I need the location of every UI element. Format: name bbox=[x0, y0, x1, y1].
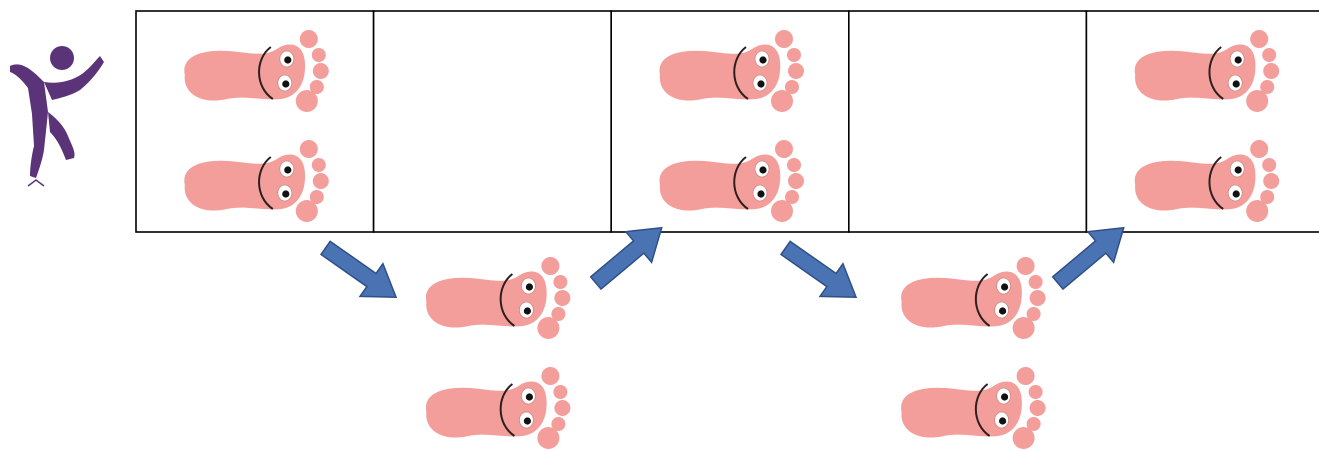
arrow-icon bbox=[314, 232, 407, 314]
foot-pair-below-1 bbox=[426, 257, 571, 449]
foot-pair-below-2 bbox=[901, 257, 1046, 449]
smiling-foot-icon bbox=[426, 257, 571, 339]
grid-cell-4 bbox=[849, 11, 1087, 232]
smiling-foot-icon bbox=[901, 367, 1046, 449]
jumping-person-icon bbox=[10, 46, 104, 186]
smiling-foot-icon bbox=[426, 367, 571, 449]
grid-cell-2 bbox=[374, 11, 612, 232]
smiling-foot-icon bbox=[901, 257, 1046, 339]
arrow-icon bbox=[774, 232, 867, 314]
